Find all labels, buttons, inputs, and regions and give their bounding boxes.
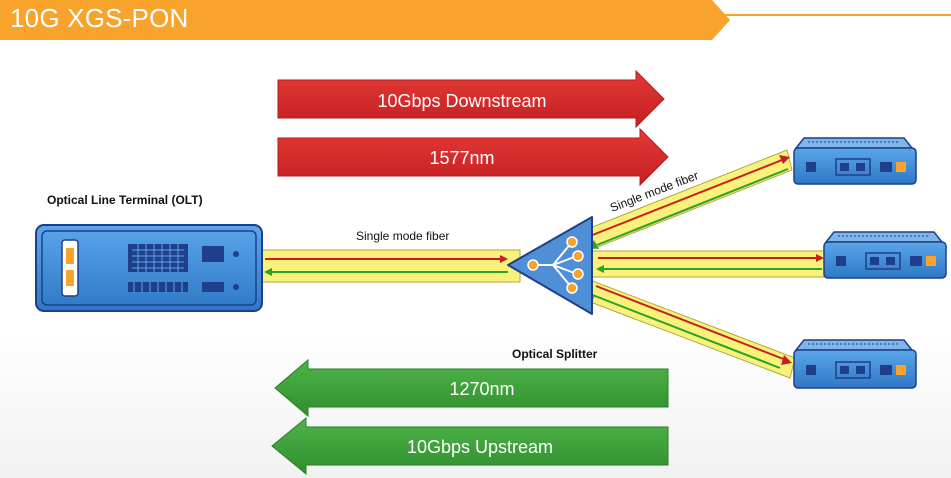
page-title: 10G XGS-PON bbox=[10, 3, 189, 33]
branch-fiber-middle bbox=[591, 250, 825, 278]
olt-label: Optical Line Terminal (OLT) bbox=[47, 193, 203, 207]
title-banner: 10G XGS-PON bbox=[0, 0, 951, 40]
olt-device bbox=[35, 224, 263, 312]
upstream-wavelength-label: 1270nm bbox=[449, 379, 514, 399]
ont-device-top bbox=[793, 137, 917, 185]
branch-fiber-bottom bbox=[584, 279, 796, 379]
optical-splitter bbox=[507, 216, 593, 315]
ont-device-bottom bbox=[793, 339, 917, 389]
ont-device-middle bbox=[823, 231, 947, 279]
downstream-wavelength-label: 1577nm bbox=[429, 148, 494, 168]
downstream-rate-arrow: 10Gbps Downstream bbox=[277, 69, 665, 129]
trunk-fiber-label: Single mode fiber bbox=[356, 229, 449, 243]
upstream-rate-arrow: 10Gbps Upstream bbox=[271, 416, 669, 476]
upstream-rate-label: 10Gbps Upstream bbox=[407, 437, 553, 457]
trunk-fiber bbox=[257, 249, 521, 283]
title-banner-shape bbox=[0, 0, 951, 40]
splitter-label: Optical Splitter bbox=[512, 347, 598, 361]
upstream-wavelength-arrow: 1270nm bbox=[274, 358, 669, 418]
downstream-wavelength-arrow: 1577nm bbox=[277, 127, 669, 187]
downstream-rate-label: 10Gbps Downstream bbox=[377, 91, 546, 111]
